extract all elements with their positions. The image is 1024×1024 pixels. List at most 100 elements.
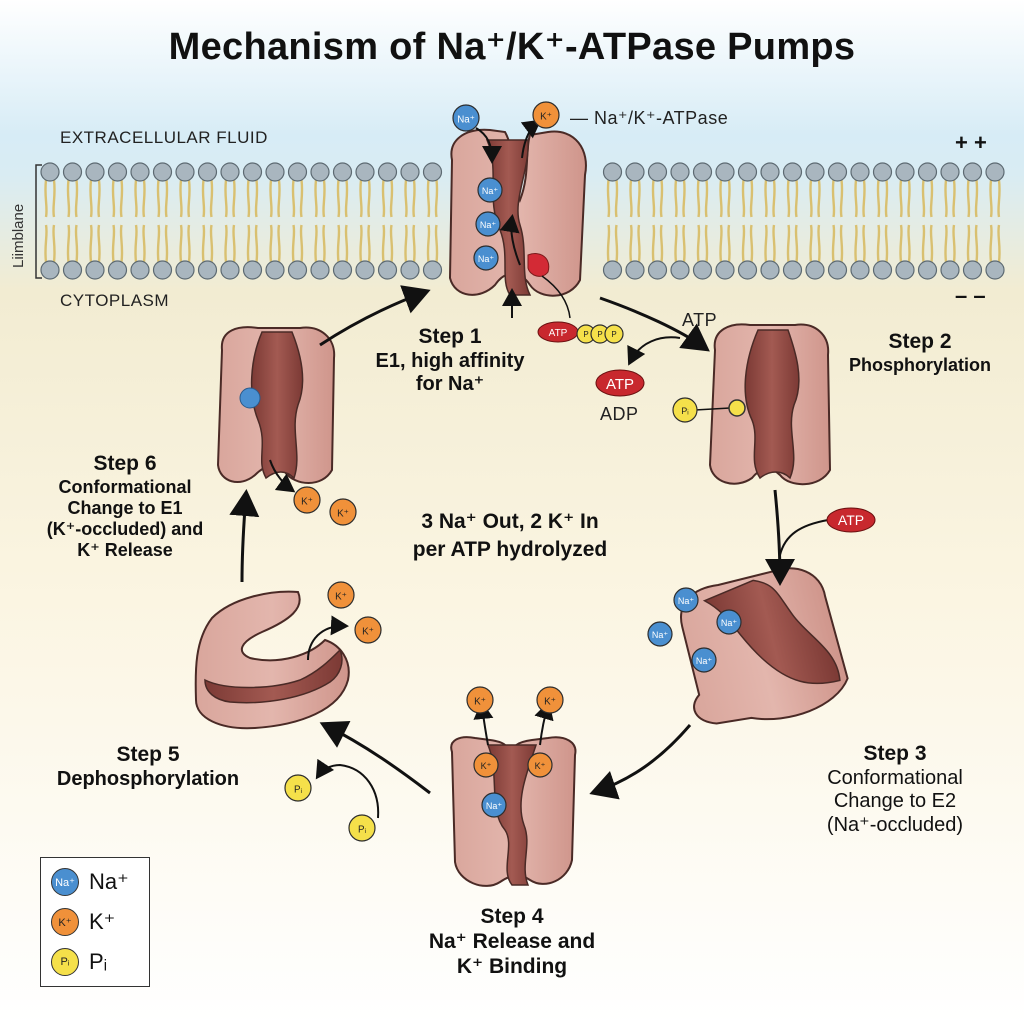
ion-label: K⁺ bbox=[362, 627, 374, 638]
lipid-tail bbox=[164, 179, 169, 218]
ion-label: P bbox=[583, 330, 588, 339]
sodium-ion-icon bbox=[473, 245, 499, 271]
sodium-ion-icon bbox=[481, 792, 507, 818]
lipid-tail bbox=[929, 224, 934, 263]
lipid-tail bbox=[134, 224, 138, 263]
pump-name-label: — Na⁺/K⁺-ATPase bbox=[570, 108, 729, 128]
lipid-head bbox=[715, 162, 735, 182]
lipid-tail bbox=[809, 224, 813, 263]
lipid-head bbox=[355, 260, 375, 280]
ion-label: Na⁺ bbox=[480, 220, 497, 230]
step3-caption: Step 3 Conformational Change to E2 (Na⁺-… bbox=[795, 742, 995, 838]
lipid-tail bbox=[367, 224, 371, 263]
lipid-tail bbox=[907, 224, 911, 263]
lipid-head bbox=[85, 260, 105, 280]
step4-line1: Na⁺ Release and bbox=[428, 929, 596, 953]
legend: Na⁺ Na⁺ K⁺ K⁺ Pᵢ Pᵢ bbox=[40, 857, 150, 987]
lipid-head bbox=[737, 162, 758, 182]
lipid-head bbox=[917, 162, 938, 182]
ion-label: Na⁺ bbox=[721, 618, 738, 628]
lipid-head bbox=[827, 162, 848, 182]
lipid-head bbox=[130, 260, 150, 280]
lipid-tail bbox=[201, 179, 206, 218]
step2-caption: Step 2 Phosphorylation bbox=[820, 330, 1020, 376]
lipid-tail bbox=[97, 179, 101, 218]
lipid-head bbox=[265, 162, 285, 182]
lipid-tail bbox=[246, 179, 251, 218]
lipid-head bbox=[625, 162, 645, 182]
lipid-tail bbox=[606, 179, 611, 218]
lipid-tail bbox=[426, 179, 431, 218]
arrow-atp-to-pump bbox=[541, 275, 571, 319]
ion-label: K⁺ bbox=[335, 592, 347, 603]
lipid-head bbox=[152, 260, 173, 280]
lipid-tail bbox=[44, 179, 48, 218]
lipid-tail bbox=[839, 179, 844, 218]
lipid-tail bbox=[277, 224, 281, 263]
ion-label: K⁺ bbox=[301, 497, 313, 508]
svg-text:ATP: ATP bbox=[549, 328, 568, 339]
lipid-head bbox=[647, 260, 668, 280]
step5-caption: Step 5 Dephosphorylation bbox=[38, 743, 258, 791]
lipid-tail bbox=[44, 224, 48, 263]
lipid-tail bbox=[696, 179, 701, 218]
lipid-tail bbox=[606, 224, 611, 263]
ion-label: Na⁺ bbox=[696, 656, 713, 666]
lipid-head bbox=[422, 162, 443, 182]
lipid-tail bbox=[772, 179, 776, 218]
lipid-tail bbox=[89, 224, 93, 263]
lipid-head bbox=[175, 162, 195, 182]
lipid-tail bbox=[764, 224, 768, 263]
lipid-tail bbox=[314, 179, 318, 218]
negative-charge: – – bbox=[955, 283, 986, 308]
lipid-tail bbox=[682, 179, 686, 218]
lipid-head bbox=[895, 260, 915, 280]
step3-line2: Change to E2 bbox=[833, 790, 957, 813]
lipid-tail bbox=[786, 179, 791, 218]
lipid-tail bbox=[246, 224, 251, 263]
ion-label: K⁺ bbox=[474, 697, 486, 708]
lipid-tail bbox=[659, 179, 664, 218]
lipid-tail bbox=[876, 179, 881, 218]
lipid-tail bbox=[997, 179, 1001, 218]
pump-step6 bbox=[216, 326, 336, 484]
lipid-tail bbox=[862, 179, 866, 218]
lipid-tail bbox=[299, 224, 304, 263]
lipid-tail bbox=[389, 179, 394, 218]
lipid-tail bbox=[719, 224, 723, 263]
lipid-tail bbox=[884, 179, 889, 218]
lipid-tail bbox=[966, 179, 971, 218]
lipid-head bbox=[242, 162, 263, 182]
lipid-head bbox=[220, 260, 240, 280]
step6-caption: Step 6 Conformational Change to E1 (K⁺-o… bbox=[20, 452, 230, 562]
adp-label: ADP bbox=[600, 404, 639, 424]
lipid-head bbox=[332, 162, 353, 182]
arrow-na-into-pump bbox=[475, 127, 502, 164]
pump-step4 bbox=[450, 736, 577, 887]
lipid-head bbox=[782, 162, 803, 182]
legend-pi-icon: Pᵢ bbox=[51, 948, 79, 976]
lipid-tail bbox=[359, 179, 363, 218]
step3-heading: Step 3 bbox=[863, 742, 927, 765]
lipid-head bbox=[737, 260, 758, 280]
lipid-tail bbox=[156, 224, 161, 263]
ion-label: P bbox=[611, 330, 616, 339]
lipid-head bbox=[287, 162, 308, 182]
lipid-tail bbox=[794, 224, 799, 263]
lipid-tail bbox=[682, 224, 686, 263]
lipid-tail bbox=[89, 179, 93, 218]
atp-pill-step2: ATP bbox=[595, 369, 645, 397]
lipid-head bbox=[130, 162, 150, 182]
lipid-tail bbox=[322, 224, 326, 263]
lipid-head bbox=[422, 260, 443, 280]
lipid-tail bbox=[794, 179, 799, 218]
lipid-tail bbox=[224, 179, 228, 218]
legend-k-label: K⁺ bbox=[89, 909, 116, 934]
lipid-tail bbox=[629, 224, 633, 263]
lipid-head bbox=[400, 260, 420, 280]
lipid-tail bbox=[201, 224, 206, 263]
lipid-head bbox=[377, 260, 398, 280]
lipid-tail bbox=[404, 224, 408, 263]
lipid-tail bbox=[322, 179, 326, 218]
